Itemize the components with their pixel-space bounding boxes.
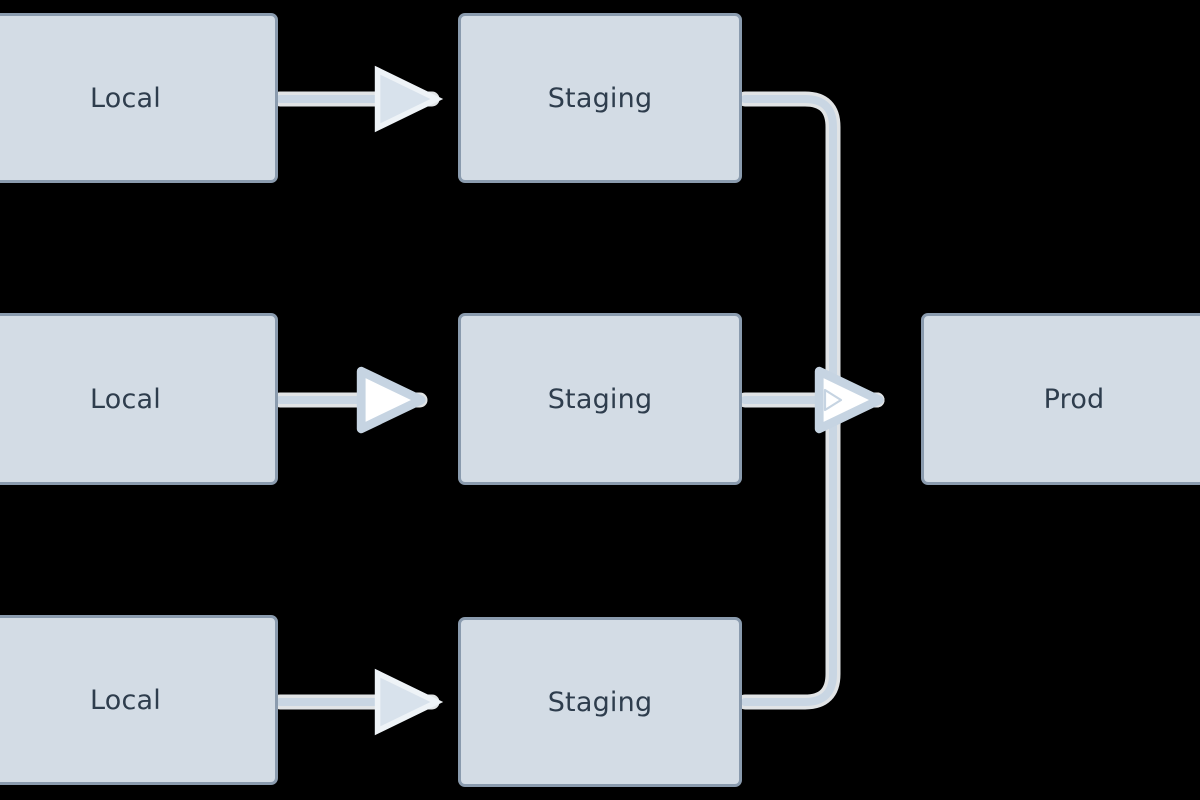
node-staging-mid[interactable]: Staging [458, 313, 742, 485]
node-local-bottom[interactable]: Local [0, 615, 278, 785]
node-label: Staging [547, 82, 653, 114]
merge-junction-arrowhead [823, 388, 843, 412]
node-label: Local [90, 82, 161, 114]
node-label: Local [90, 383, 161, 415]
node-staging-bottom[interactable]: Staging [458, 617, 742, 787]
node-staging-top[interactable]: Staging [458, 13, 742, 183]
node-label: Staging [547, 383, 653, 415]
node-label: Staging [547, 686, 653, 718]
node-prod[interactable]: Prod [921, 313, 1200, 485]
node-label: Local [90, 684, 161, 716]
edge-staging-top-to-prod [741, 95, 880, 404]
node-local-top[interactable]: Local [0, 13, 278, 183]
node-label: Prod [1043, 383, 1105, 415]
edge-staging-bottom-to-prod [741, 396, 880, 706]
node-local-mid[interactable]: Local [0, 313, 278, 485]
